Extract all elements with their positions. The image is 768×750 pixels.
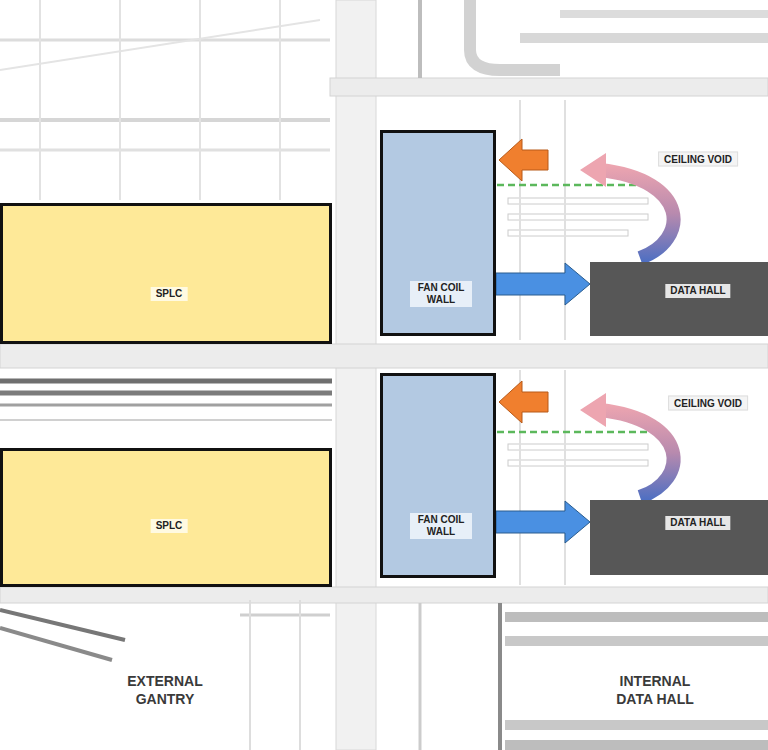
supply-air-arrow bbox=[496, 263, 590, 305]
rack-row bbox=[505, 612, 768, 622]
rack-row bbox=[505, 740, 768, 750]
gantry-post bbox=[39, 0, 41, 200]
rack-post bbox=[519, 100, 521, 340]
rack-row bbox=[505, 720, 768, 730]
gantry-brace bbox=[0, 20, 320, 70]
ceiling-line bbox=[497, 184, 655, 187]
hot-air-arrowhead bbox=[580, 393, 606, 427]
pipe bbox=[0, 391, 332, 396]
plant-room-box: SPLC bbox=[0, 448, 332, 587]
pipe bbox=[560, 10, 768, 18]
gantry-post bbox=[279, 0, 281, 200]
node-label: SPLC bbox=[151, 519, 188, 533]
plant-room-box: SPLC bbox=[0, 203, 332, 344]
pipe bbox=[0, 404, 332, 407]
cable-tray bbox=[508, 214, 648, 220]
floor-slab bbox=[330, 78, 768, 96]
return-air-arrow bbox=[499, 139, 548, 181]
pipe bbox=[419, 603, 422, 750]
floor-slab bbox=[0, 344, 768, 368]
pipe bbox=[520, 33, 768, 43]
supply-air-arrow bbox=[496, 501, 590, 543]
cable-tray bbox=[508, 460, 648, 466]
rack-row bbox=[505, 636, 768, 646]
gantry-post bbox=[249, 600, 251, 750]
zone-label: CEILING VOID bbox=[668, 396, 748, 411]
cable-tray bbox=[508, 198, 648, 204]
area-label: INTERNAL DATA HALL bbox=[601, 671, 709, 710]
gantry-rail bbox=[240, 614, 330, 617]
rack-post bbox=[564, 370, 566, 585]
node-label: DATA HALL bbox=[665, 284, 730, 298]
area-label: EXTERNAL GANTRY bbox=[111, 671, 219, 710]
cable-tray bbox=[508, 230, 628, 236]
data-hall-box: DATA HALL bbox=[590, 500, 768, 575]
gantry-post bbox=[199, 0, 201, 200]
node-label: FAN COIL WALL bbox=[410, 513, 472, 539]
pipe bbox=[418, 0, 422, 78]
ceiling-line bbox=[497, 431, 655, 434]
gantry-post bbox=[299, 600, 301, 750]
hot-air-curve bbox=[600, 410, 674, 497]
pipe bbox=[0, 379, 332, 384]
gantry-post bbox=[119, 0, 121, 200]
pipe bbox=[0, 628, 112, 660]
cable-tray bbox=[508, 444, 648, 450]
node-label: FAN COIL WALL bbox=[410, 281, 472, 307]
floor-slab bbox=[0, 587, 768, 603]
node-label: DATA HALL bbox=[665, 516, 730, 530]
node-label: SPLC bbox=[151, 287, 188, 301]
structural-column bbox=[336, 0, 376, 750]
pipe bbox=[0, 610, 125, 640]
fan-coil-box: FAN COIL WALL bbox=[380, 373, 496, 578]
gantry-rail bbox=[0, 419, 332, 421]
zone-label: CEILING VOID bbox=[658, 152, 738, 167]
hot-air-curve bbox=[600, 170, 674, 258]
hot-air-arrowhead bbox=[580, 153, 606, 187]
pipe bbox=[498, 603, 502, 750]
return-air-arrow bbox=[499, 381, 548, 423]
fan-coil-box: FAN COIL WALL bbox=[380, 130, 496, 336]
data-hall-box: DATA HALL bbox=[590, 262, 768, 336]
